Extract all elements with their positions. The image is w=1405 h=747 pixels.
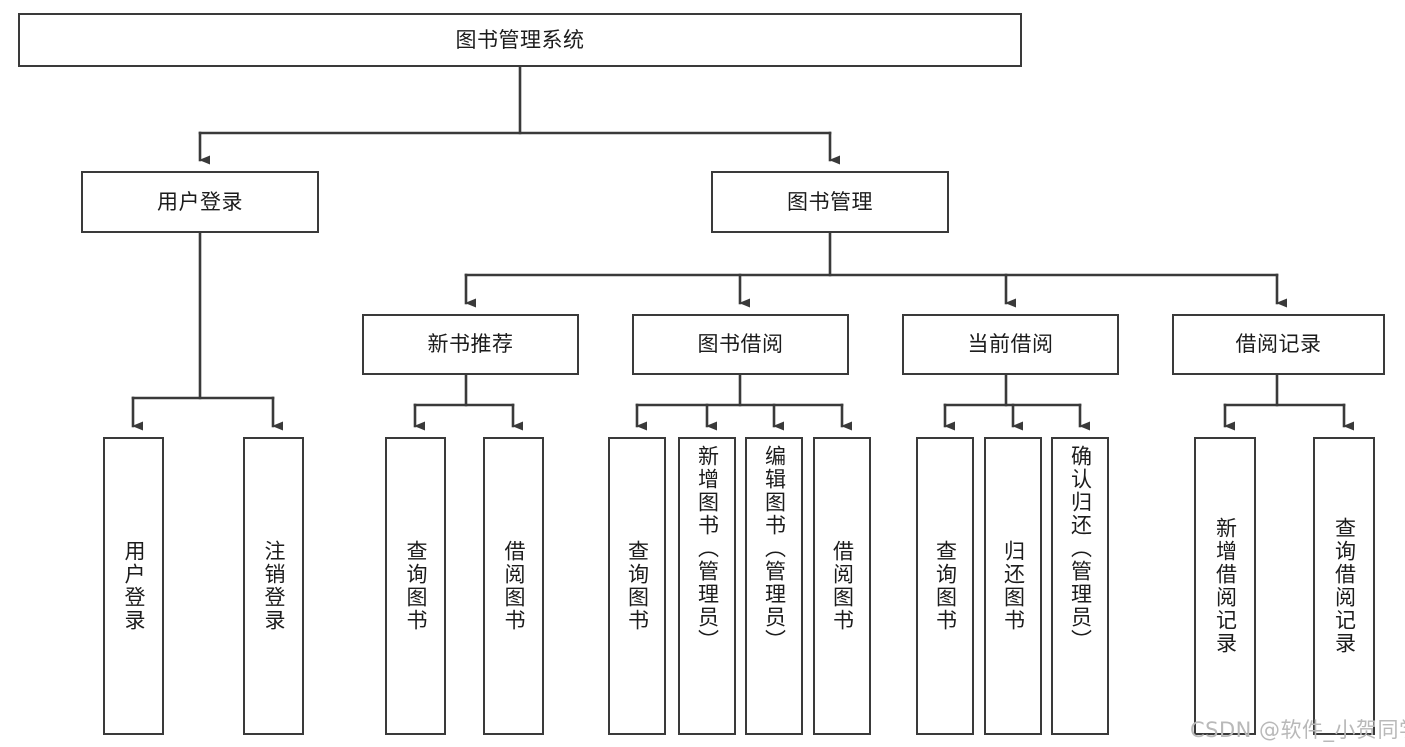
node-book-manage-label: 图书管理 <box>787 189 873 214</box>
node-leaf-add-book[interactable]: 新增图书（管理员） <box>678 437 736 735</box>
node-leaf-query-book-2[interactable]: 查询图书 <box>608 437 666 735</box>
node-leaf-borrow-book-1-label: 借阅图书 <box>502 540 526 632</box>
node-leaf-borrow-book-2-label: 借阅图书 <box>830 540 855 632</box>
node-leaf-query-record-label: 查询借阅记录 <box>1332 517 1357 655</box>
node-current-borrow[interactable]: 当前借阅 <box>902 314 1119 375</box>
node-borrow-record[interactable]: 借阅记录 <box>1172 314 1385 375</box>
node-leaf-edit-book[interactable]: 编辑图书（管理员） <box>745 437 803 735</box>
node-user-login[interactable]: 用户登录 <box>81 171 319 233</box>
node-leaf-user-logout-label: 注销登录 <box>262 540 286 632</box>
node-leaf-borrow-book-2[interactable]: 借阅图书 <box>813 437 871 735</box>
node-leaf-query-book-1-label: 查询图书 <box>404 540 428 632</box>
node-leaf-borrow-book-1[interactable]: 借阅图书 <box>483 437 544 735</box>
watermark-text: CSDN @软件_小贺同学 <box>1190 718 1405 742</box>
node-borrow-record-label: 借阅记录 <box>1235 332 1322 357</box>
node-leaf-return-book[interactable]: 归还图书 <box>984 437 1042 735</box>
node-new-book-rec[interactable]: 新书推荐 <box>362 314 579 375</box>
node-leaf-add-book-label: 新增图书（管理员） <box>695 445 720 652</box>
node-root[interactable]: 图书管理系统 <box>18 13 1022 67</box>
node-new-book-rec-label: 新书推荐 <box>427 332 514 357</box>
node-leaf-confirm-return[interactable]: 确认归还（管理员） <box>1051 437 1109 735</box>
node-leaf-query-book-1[interactable]: 查询图书 <box>385 437 446 735</box>
node-leaf-edit-book-label: 编辑图书（管理员） <box>762 445 787 652</box>
node-leaf-query-book-3[interactable]: 查询图书 <box>916 437 974 735</box>
node-current-borrow-label: 当前借阅 <box>967 332 1054 357</box>
node-leaf-user-logout[interactable]: 注销登录 <box>243 437 304 735</box>
node-leaf-user-login[interactable]: 用户登录 <box>103 437 164 735</box>
node-book-manage[interactable]: 图书管理 <box>711 171 949 233</box>
node-leaf-confirm-return-label: 确认归还（管理员） <box>1068 445 1093 652</box>
node-user-login-label: 用户登录 <box>157 189 243 214</box>
node-root-label: 图书管理系统 <box>455 27 585 52</box>
node-book-borrow-label: 图书借阅 <box>697 332 784 357</box>
node-book-borrow[interactable]: 图书借阅 <box>632 314 849 375</box>
node-leaf-add-record-label: 新增借阅记录 <box>1213 517 1238 655</box>
node-leaf-query-book-2-label: 查询图书 <box>625 540 650 632</box>
node-leaf-return-book-label: 归还图书 <box>1001 540 1026 632</box>
node-leaf-query-book-3-label: 查询图书 <box>933 540 958 632</box>
node-leaf-user-login-label: 用户登录 <box>122 540 146 632</box>
node-leaf-add-record[interactable]: 新增借阅记录 <box>1194 437 1256 735</box>
node-leaf-query-record[interactable]: 查询借阅记录 <box>1313 437 1375 735</box>
